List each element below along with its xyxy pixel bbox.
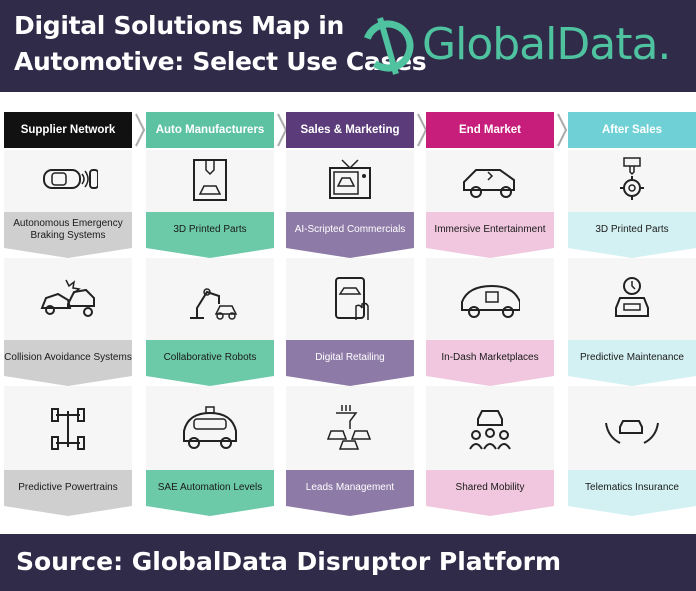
- column-header: Supplier Network: [4, 112, 132, 148]
- use-case-cell: [426, 386, 554, 470]
- spacer: [286, 376, 414, 386]
- column-header: Sales & Marketing: [286, 112, 414, 148]
- use-case-cell: [146, 150, 274, 212]
- spacer: [426, 248, 554, 258]
- car-dashboard-icon: [461, 284, 520, 318]
- hands-car-icon: [605, 420, 659, 444]
- column-header: After Sales: [568, 112, 696, 148]
- globaldata-logo-icon: [362, 17, 414, 75]
- use-case-label: 3D Printed Parts: [595, 224, 669, 235]
- use-case-band: [426, 470, 554, 516]
- use-case-label: Telematics Insurance: [585, 482, 679, 493]
- use-case-band: [426, 212, 554, 258]
- printer-gear-icon: [620, 157, 644, 200]
- use-case-band: [4, 212, 132, 258]
- chevron-right-icon: [135, 113, 146, 147]
- use-case-band: [286, 470, 414, 516]
- column-header: End Market: [426, 112, 554, 148]
- car-clock-icon: [615, 277, 649, 317]
- page-title: Digital Solutions Map in Automotive: Sel…: [14, 8, 427, 80]
- car-passenger-icon: [463, 169, 515, 198]
- use-case-label: Collaborative Robots: [163, 352, 257, 363]
- use-case-cell: [4, 150, 132, 212]
- use-case-cell: [426, 258, 554, 340]
- use-case-cell: [146, 258, 274, 340]
- use-case-label: Collision Avoidance Systems: [4, 352, 132, 363]
- tv-car-icon: [329, 159, 371, 199]
- use-case-label: Leads Management: [305, 482, 395, 493]
- logo-text: GlobalData.: [422, 19, 671, 70]
- use-case-cell: [4, 258, 132, 340]
- spacer: [4, 376, 132, 386]
- use-case-label: Immersive Entertainment: [434, 224, 546, 235]
- car-people-icon: [469, 410, 511, 450]
- car-sensor-icon: [43, 169, 98, 189]
- use-case-label: Digital Retailing: [315, 352, 385, 363]
- use-case-band: [426, 340, 554, 386]
- spacer: [568, 376, 696, 386]
- use-case-band: [568, 212, 696, 258]
- spacer: [286, 248, 414, 258]
- source-text: Source: GlobalData Disruptor Platform: [16, 547, 562, 576]
- use-case-label: 3D Printed Parts: [173, 224, 247, 235]
- robot-arm-icon: [190, 288, 238, 320]
- use-case-band: [146, 340, 274, 386]
- car-funnel-icon: [326, 405, 372, 450]
- title-line-2: Automotive: Select Use Cases: [14, 47, 427, 76]
- spacer: [146, 376, 274, 386]
- use-case-cell: [568, 258, 696, 340]
- use-case-cell: [568, 386, 696, 470]
- use-case-cell: [4, 386, 132, 470]
- use-case-label: SAE Automation Levels: [157, 482, 263, 493]
- use-case-cell: [426, 150, 554, 212]
- 3d-printer-car-icon: [193, 159, 227, 201]
- use-case-label: AI-Scripted Commercials: [294, 224, 406, 235]
- tablet-car-icon: [335, 277, 369, 320]
- use-case-label: Predictive Maintenance: [580, 352, 684, 363]
- header-banner: Digital Solutions Map in Automotive: Sel…: [0, 0, 696, 92]
- use-case-band: [4, 340, 132, 386]
- use-case-band: [146, 470, 274, 516]
- use-case-label: Autonomous Emergency Braking Systems: [13, 218, 123, 241]
- use-case-band: [286, 340, 414, 386]
- use-case-band: [568, 470, 696, 516]
- use-case-band: [4, 470, 132, 516]
- use-case-band: [146, 212, 274, 258]
- use-case-label: In-Dash Marketplaces: [441, 352, 539, 363]
- spacer: [4, 248, 132, 258]
- use-case-label: Shared Mobility: [455, 482, 525, 493]
- globaldata-logo: GlobalData.: [358, 14, 688, 78]
- column-header: Auto Manufacturers: [146, 112, 274, 148]
- spacer: [146, 248, 274, 258]
- use-case-cell: [146, 386, 274, 470]
- footer-banner: Source: GlobalData Disruptor Platform: [0, 534, 696, 591]
- use-case-band: [568, 340, 696, 386]
- spacer: [568, 248, 696, 258]
- chevron-right-icon: [557, 113, 568, 147]
- use-case-cell: [286, 258, 414, 340]
- use-case-cell: [286, 150, 414, 212]
- axle-icon: [51, 408, 85, 450]
- use-case-label: Predictive Powertrains: [18, 482, 118, 493]
- autonomous-car-icon: [183, 406, 237, 449]
- spacer: [426, 376, 554, 386]
- use-case-cell: [286, 386, 414, 470]
- use-case-cell: [568, 150, 696, 212]
- car-collision-icon: [40, 279, 95, 317]
- title-line-1: Digital Solutions Map in: [14, 11, 345, 40]
- use-case-band: [286, 212, 414, 258]
